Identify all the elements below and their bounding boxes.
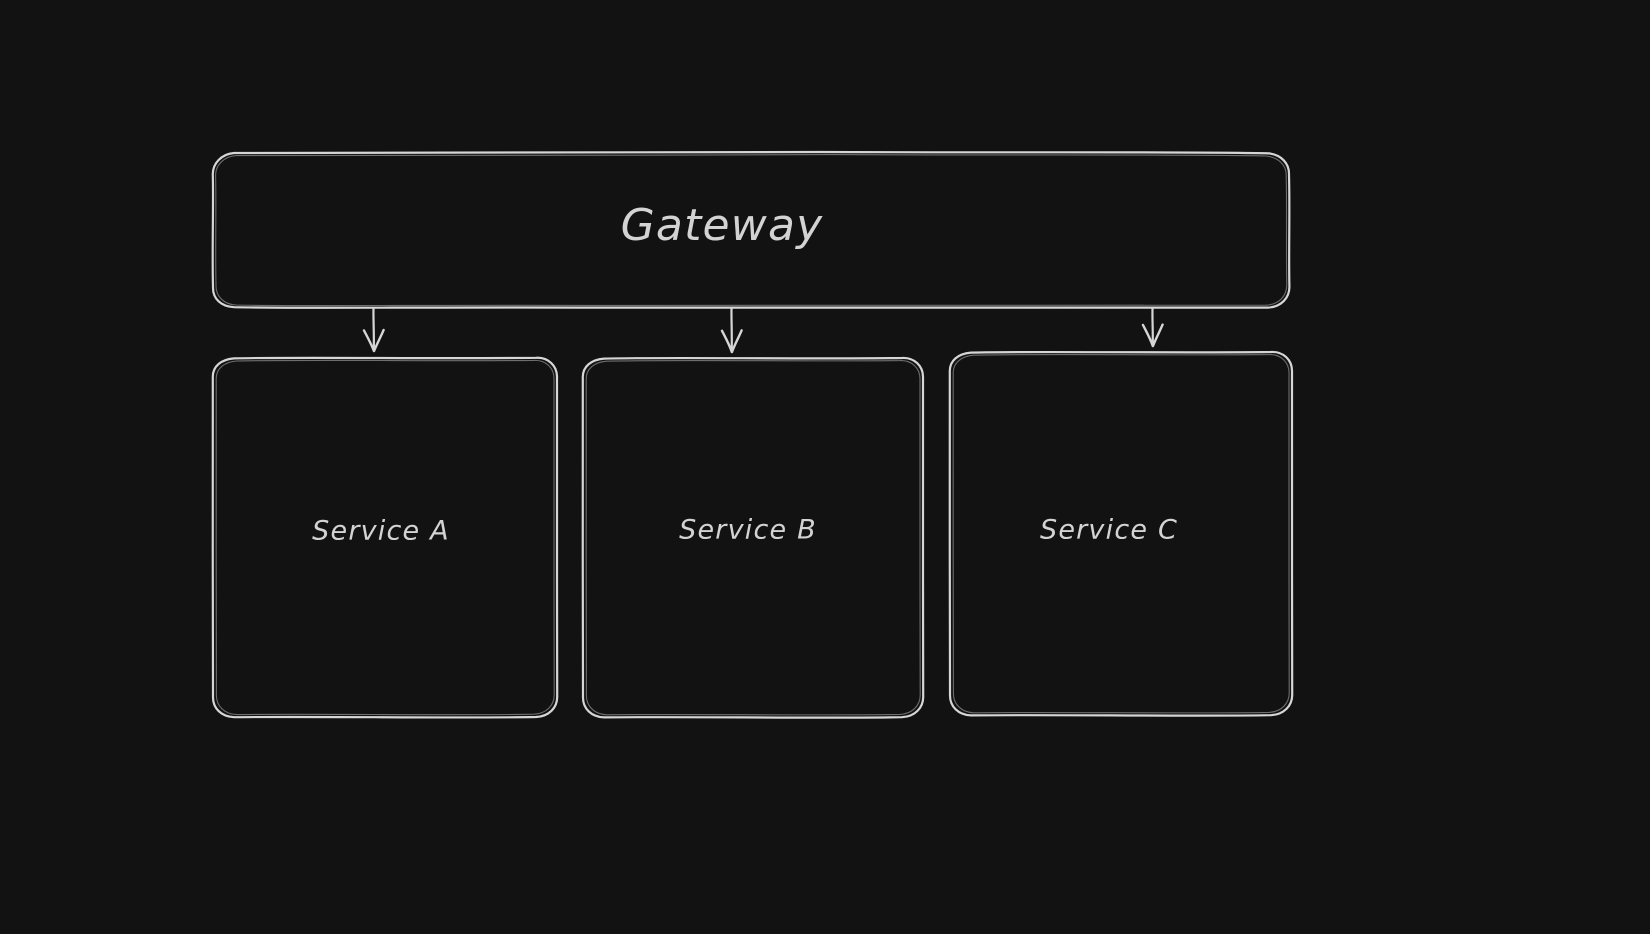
node-service-b[interactable]: Service B <box>581 356 925 719</box>
edge-gateway-service-a[interactable] <box>362 307 385 353</box>
gateway-box-outline <box>211 150 1291 310</box>
service-b-box-outline <box>581 356 925 719</box>
service-c-box-sketch-overlay <box>952 354 1290 714</box>
service-b-label: Service B <box>679 515 817 546</box>
edge-gateway-service-b-arrowhead <box>720 329 743 354</box>
service-a-box-sketch-overlay <box>215 359 555 716</box>
edge-gateway-service-c-arrowhead <box>1141 323 1164 348</box>
service-b-box-sketch-overlay <box>585 360 921 716</box>
service-a-label: Service A <box>312 516 450 547</box>
edge-gateway-service-a-arrowhead <box>362 328 385 353</box>
edge-gateway-service-c[interactable] <box>1141 307 1164 348</box>
gateway-label: Gateway <box>621 200 824 251</box>
gateway-box-sketch-overlay <box>215 154 1288 307</box>
service-a-box-outline <box>211 356 559 719</box>
service-c-box-outline <box>948 350 1294 717</box>
service-c-label: Service C <box>1040 515 1178 546</box>
node-service-c[interactable]: Service C <box>948 350 1294 717</box>
node-service-a[interactable]: Service A <box>211 356 559 719</box>
node-gateway[interactable]: Gateway <box>211 150 1291 310</box>
edge-gateway-service-b[interactable] <box>720 307 743 354</box>
